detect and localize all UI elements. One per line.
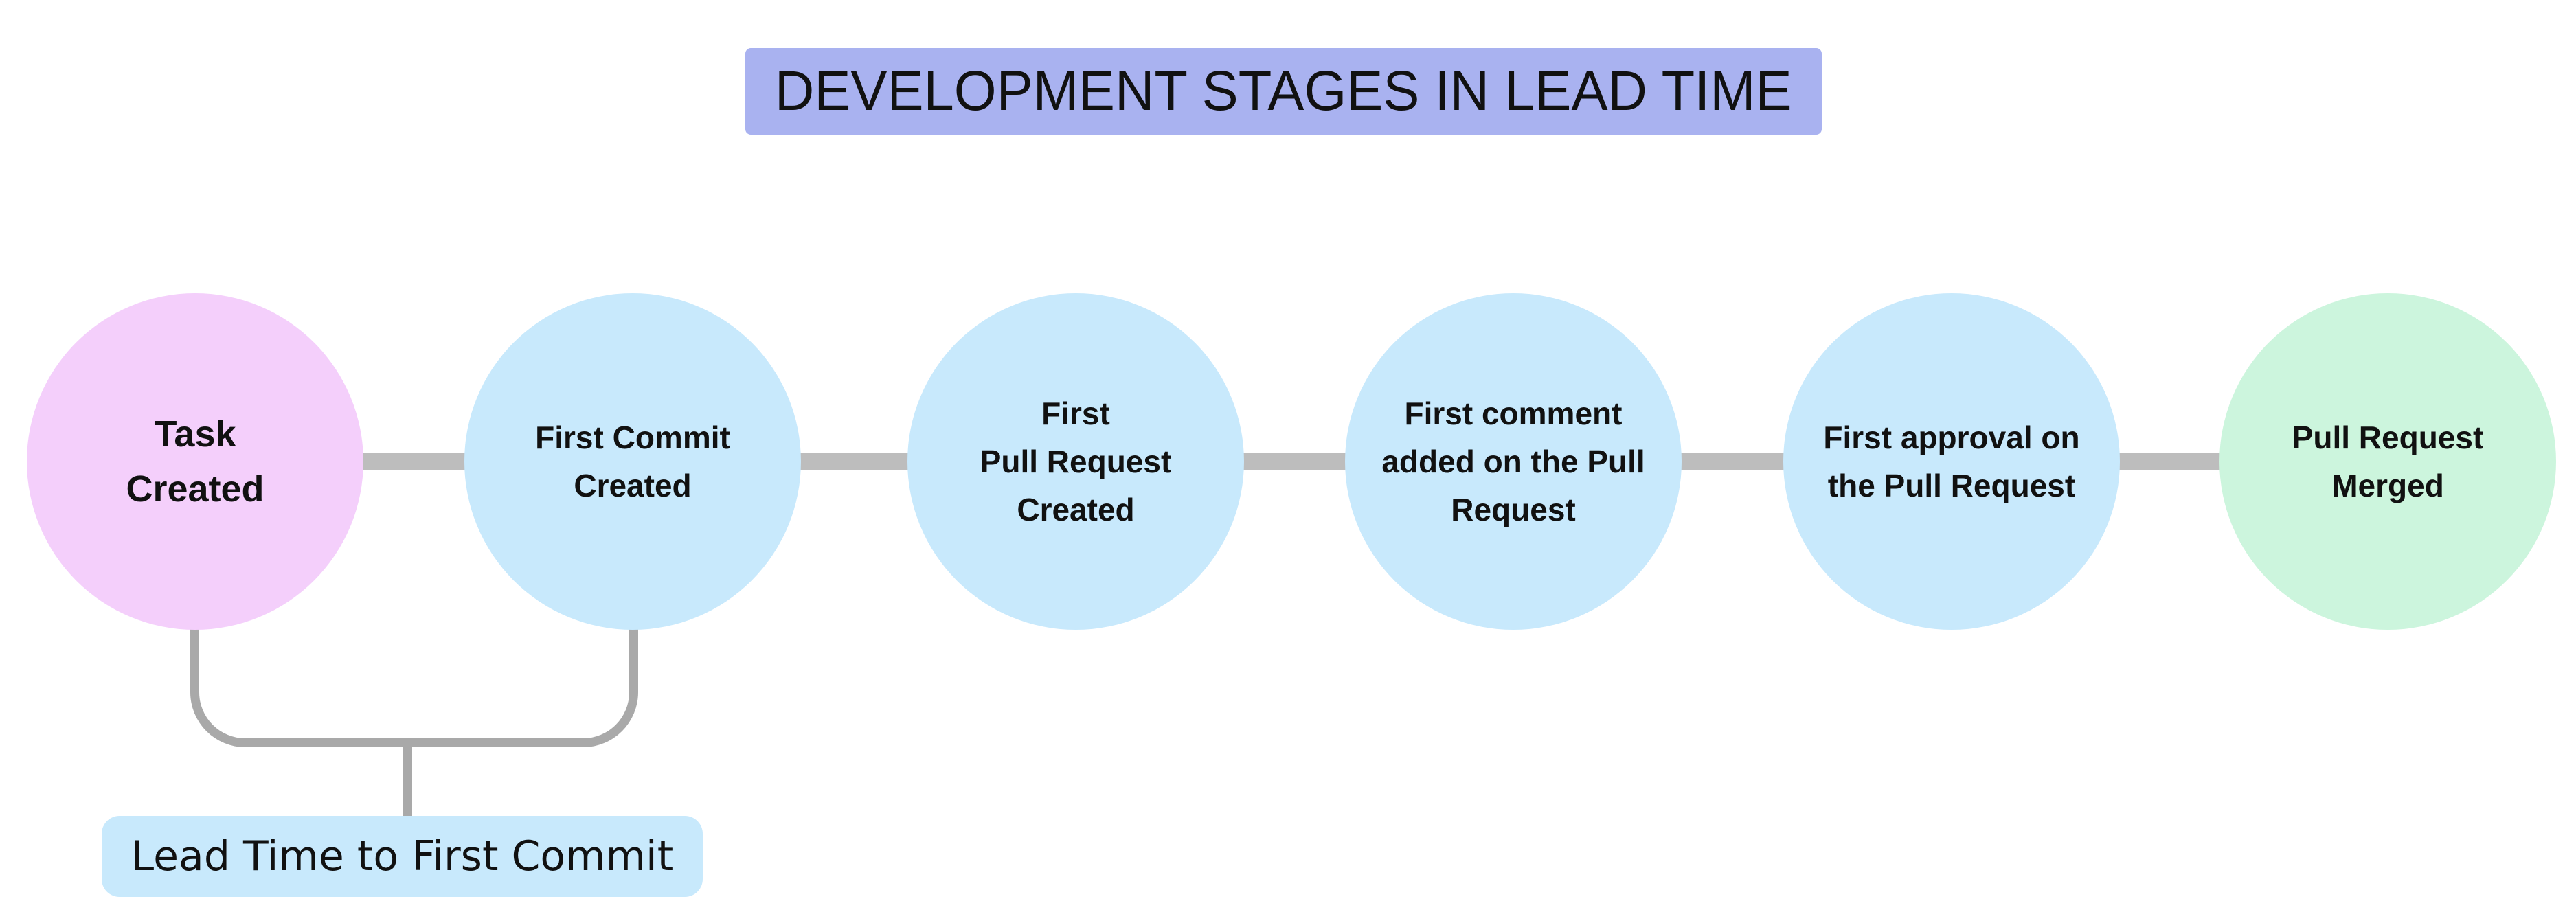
stage-label-line: the Pull Request xyxy=(1827,468,2076,503)
lead-time-bracket xyxy=(190,629,638,747)
diagram-title: DEVELOPMENT STAGES IN LEAD TIME xyxy=(775,60,1792,122)
diagram-title-banner: DEVELOPMENT STAGES IN LEAD TIME xyxy=(745,48,1822,135)
stage-circle-first-commit-created: First Commit Created xyxy=(464,293,801,630)
stage-label-line: First Commit xyxy=(535,420,730,455)
stage-label-line: Created xyxy=(126,468,264,510)
stage-label-line: added on the Pull xyxy=(1381,444,1645,479)
stage-label-line: Pull Request xyxy=(2292,420,2484,455)
stage-circle-first-comment-added: First comment added on the Pull Request xyxy=(1345,293,1682,630)
stage-label-line: First approval on xyxy=(1823,420,2080,455)
stage-circle-task-created: Task Created xyxy=(27,293,363,630)
stage-label-line: First comment xyxy=(1404,396,1623,431)
stage-label-line: Task xyxy=(154,413,236,455)
stage-label-line: Created xyxy=(1017,492,1135,527)
stage-circle-pull-request-merged: Pull Request Merged xyxy=(2219,293,2556,630)
lead-time-annotation: Lead Time to First Commit xyxy=(102,816,703,897)
stage-label-line: First xyxy=(1041,396,1110,431)
stage-label-line: Created xyxy=(574,468,692,503)
stage-label-line: Pull Request xyxy=(980,444,1172,479)
stage-circle-first-pull-request-created: First Pull Request Created xyxy=(907,293,1244,630)
stage-label-line: Request xyxy=(1451,492,1576,527)
lead-time-annotation-label: Lead Time to First Commit xyxy=(131,832,674,880)
lead-time-bracket-stem xyxy=(403,743,412,817)
stage-circle-first-approval: First approval on the Pull Request xyxy=(1783,293,2120,630)
stage-label-line: Merged xyxy=(2331,468,2444,503)
